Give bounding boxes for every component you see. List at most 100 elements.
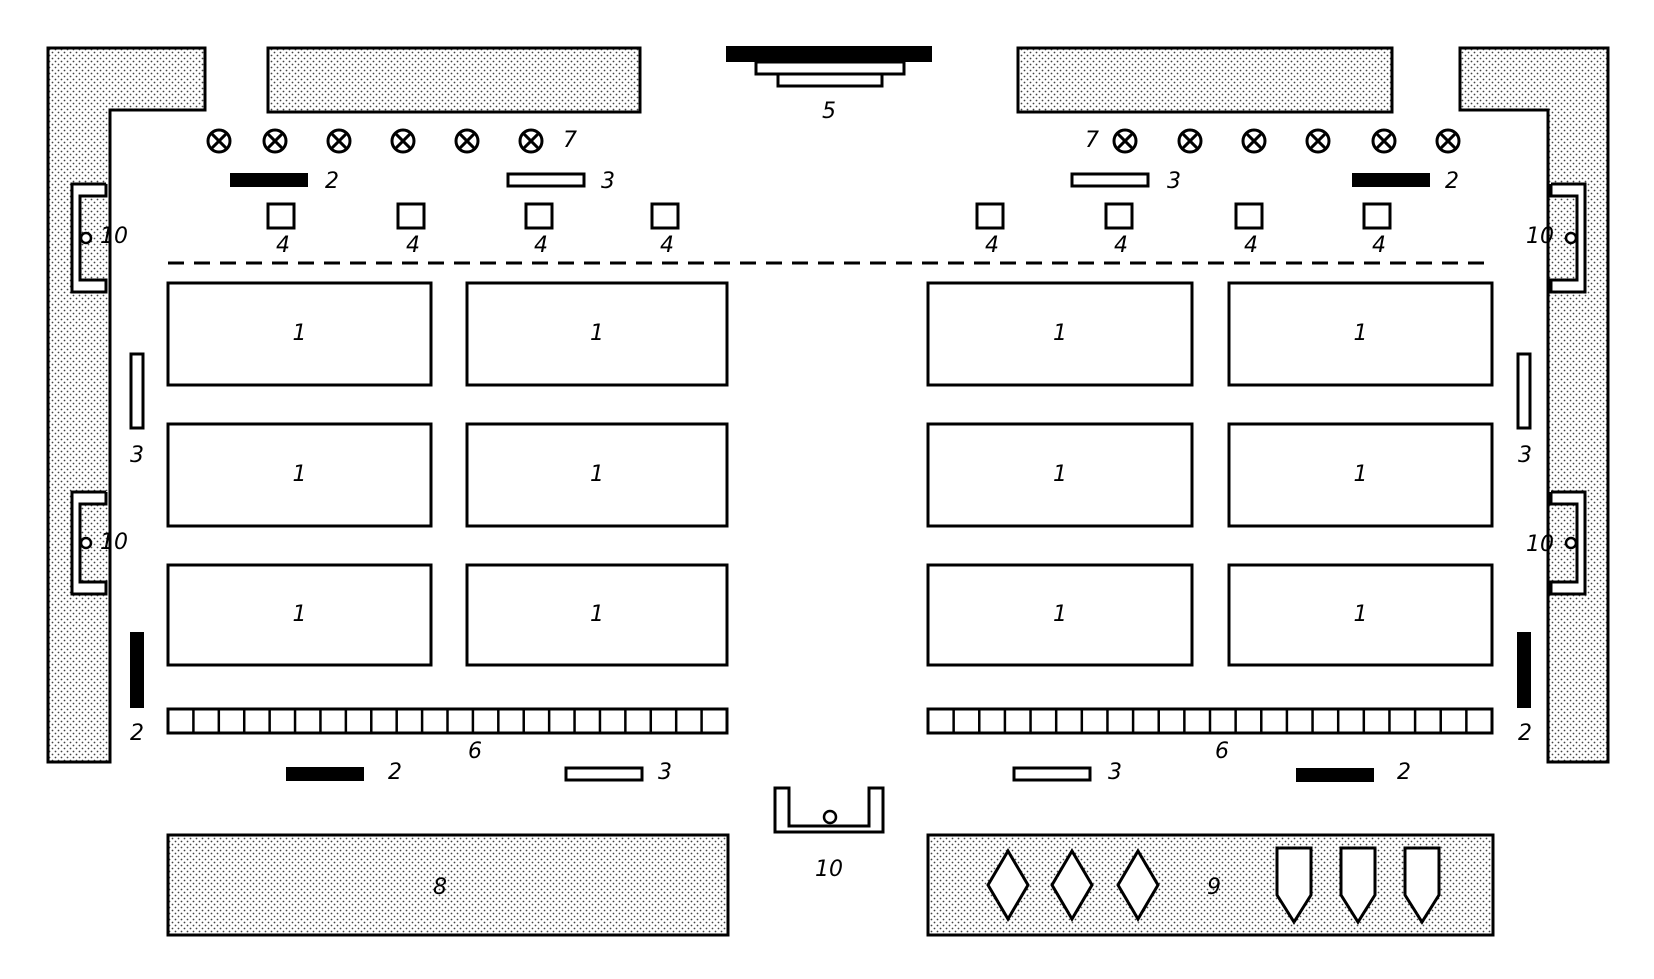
white-bar-left-vertical [129,352,145,430]
board [726,46,932,88]
circle-cross-icon [1112,128,1138,154]
label-small-square: 4 [1114,233,1128,258]
label-table: 1 [1354,321,1368,346]
black-bar-top-left [230,173,308,187]
small-square [396,202,426,230]
table [926,563,1194,667]
door-icon [70,182,108,294]
label-bottom-right-block: 9 [1207,875,1221,900]
black-bar-bottom-right [1296,768,1374,782]
door-icon [1549,182,1587,294]
table [465,563,729,667]
label-door-top-right: 10 [1526,224,1554,249]
door-icon [70,490,108,596]
table [166,422,433,528]
circle-cross-icon [206,128,232,154]
white-bar-top-right [1070,172,1150,188]
bottom-left-block [166,833,730,937]
label-bottom-left-block: 8 [433,875,447,900]
diamond-icon [1050,848,1094,922]
label-black-bar-left-vertical: 2 [130,721,144,746]
circle-cross-row-left [206,128,544,154]
label-circle-cross-right: 7 [1085,128,1099,153]
top-right-wall [1016,46,1394,114]
black-bar-right-vertical [1517,632,1531,708]
circle-cross-icon [1435,128,1461,154]
small-square [1234,202,1264,230]
label-table: 1 [590,321,604,346]
small-square [975,202,1005,230]
small-square [266,202,296,230]
diamond-icon [986,848,1030,922]
strip-right [926,707,1494,735]
top-left-wall [266,46,642,114]
small-square [1362,202,1392,230]
circle-cross-icon [1371,128,1397,154]
table [1227,422,1494,528]
label-table: 1 [1053,602,1067,627]
label-small-square: 4 [1244,233,1258,258]
label-table: 1 [1354,462,1368,487]
white-bar-bottom-left [564,766,644,782]
white-bar-right-vertical [1516,352,1532,430]
board-lower-plate [776,72,884,88]
circle-cross-icon [1177,128,1203,154]
label-table: 1 [293,321,307,346]
label-black-bar-bottom-right: 2 [1397,760,1411,785]
label-circle-cross-left: 7 [563,128,577,153]
label-small-square: 4 [660,233,674,258]
label-table: 1 [590,462,604,487]
table [465,422,729,528]
shield-pentagon-icon [1403,846,1441,925]
label-table: 1 [1053,321,1067,346]
label-black-bar-right-vertical: 2 [1518,721,1532,746]
label-board: 5 [822,99,836,124]
label-black-bar-bottom-left: 2 [388,760,402,785]
table [166,281,433,387]
label-table: 1 [590,602,604,627]
table [1227,281,1494,387]
label-strip-right: 6 [1215,739,1229,764]
label-black-bar-top-right: 2 [1445,169,1459,194]
black-bar-left-vertical [130,632,144,708]
label-small-square: 4 [1372,233,1386,258]
circle-cross-icon [518,128,544,154]
black-bar-top-right [1352,173,1430,187]
label-small-square: 4 [406,233,420,258]
label-table: 1 [1053,462,1067,487]
circle-cross-row-right [1112,128,1461,154]
door-icon [1549,490,1587,596]
label-small-square: 4 [276,233,290,258]
label-small-square: 4 [534,233,548,258]
black-bar-bottom-left [286,767,364,781]
circle-cross-icon [390,128,416,154]
label-white-bar-top-right: 3 [1167,169,1181,194]
small-square [1104,202,1134,230]
shield-pentagon-icon [1275,846,1313,925]
table [166,563,433,667]
small-square [650,202,680,230]
door-icon [773,786,885,834]
circle-cross-icon [326,128,352,154]
table [926,281,1194,387]
table [1227,563,1494,667]
strip-left [166,707,729,735]
circle-cross-icon [1241,128,1267,154]
circle-cross-icon [454,128,480,154]
shield-pentagon-icon [1339,846,1377,925]
label-white-bar-bottom-left: 3 [658,760,672,785]
diamond-icon [1116,848,1160,922]
label-white-bar-left-vertical: 3 [130,443,144,468]
label-white-bar-bottom-right: 3 [1108,760,1122,785]
label-black-bar-top-left: 2 [325,169,339,194]
label-door-mid-right: 10 [1526,532,1554,557]
label-strip-left: 6 [468,739,482,764]
doors [70,182,1587,834]
label-white-bar-right-vertical: 3 [1518,443,1532,468]
circle-cross-icon [1305,128,1331,154]
label-door-top-left: 10 [100,224,128,249]
